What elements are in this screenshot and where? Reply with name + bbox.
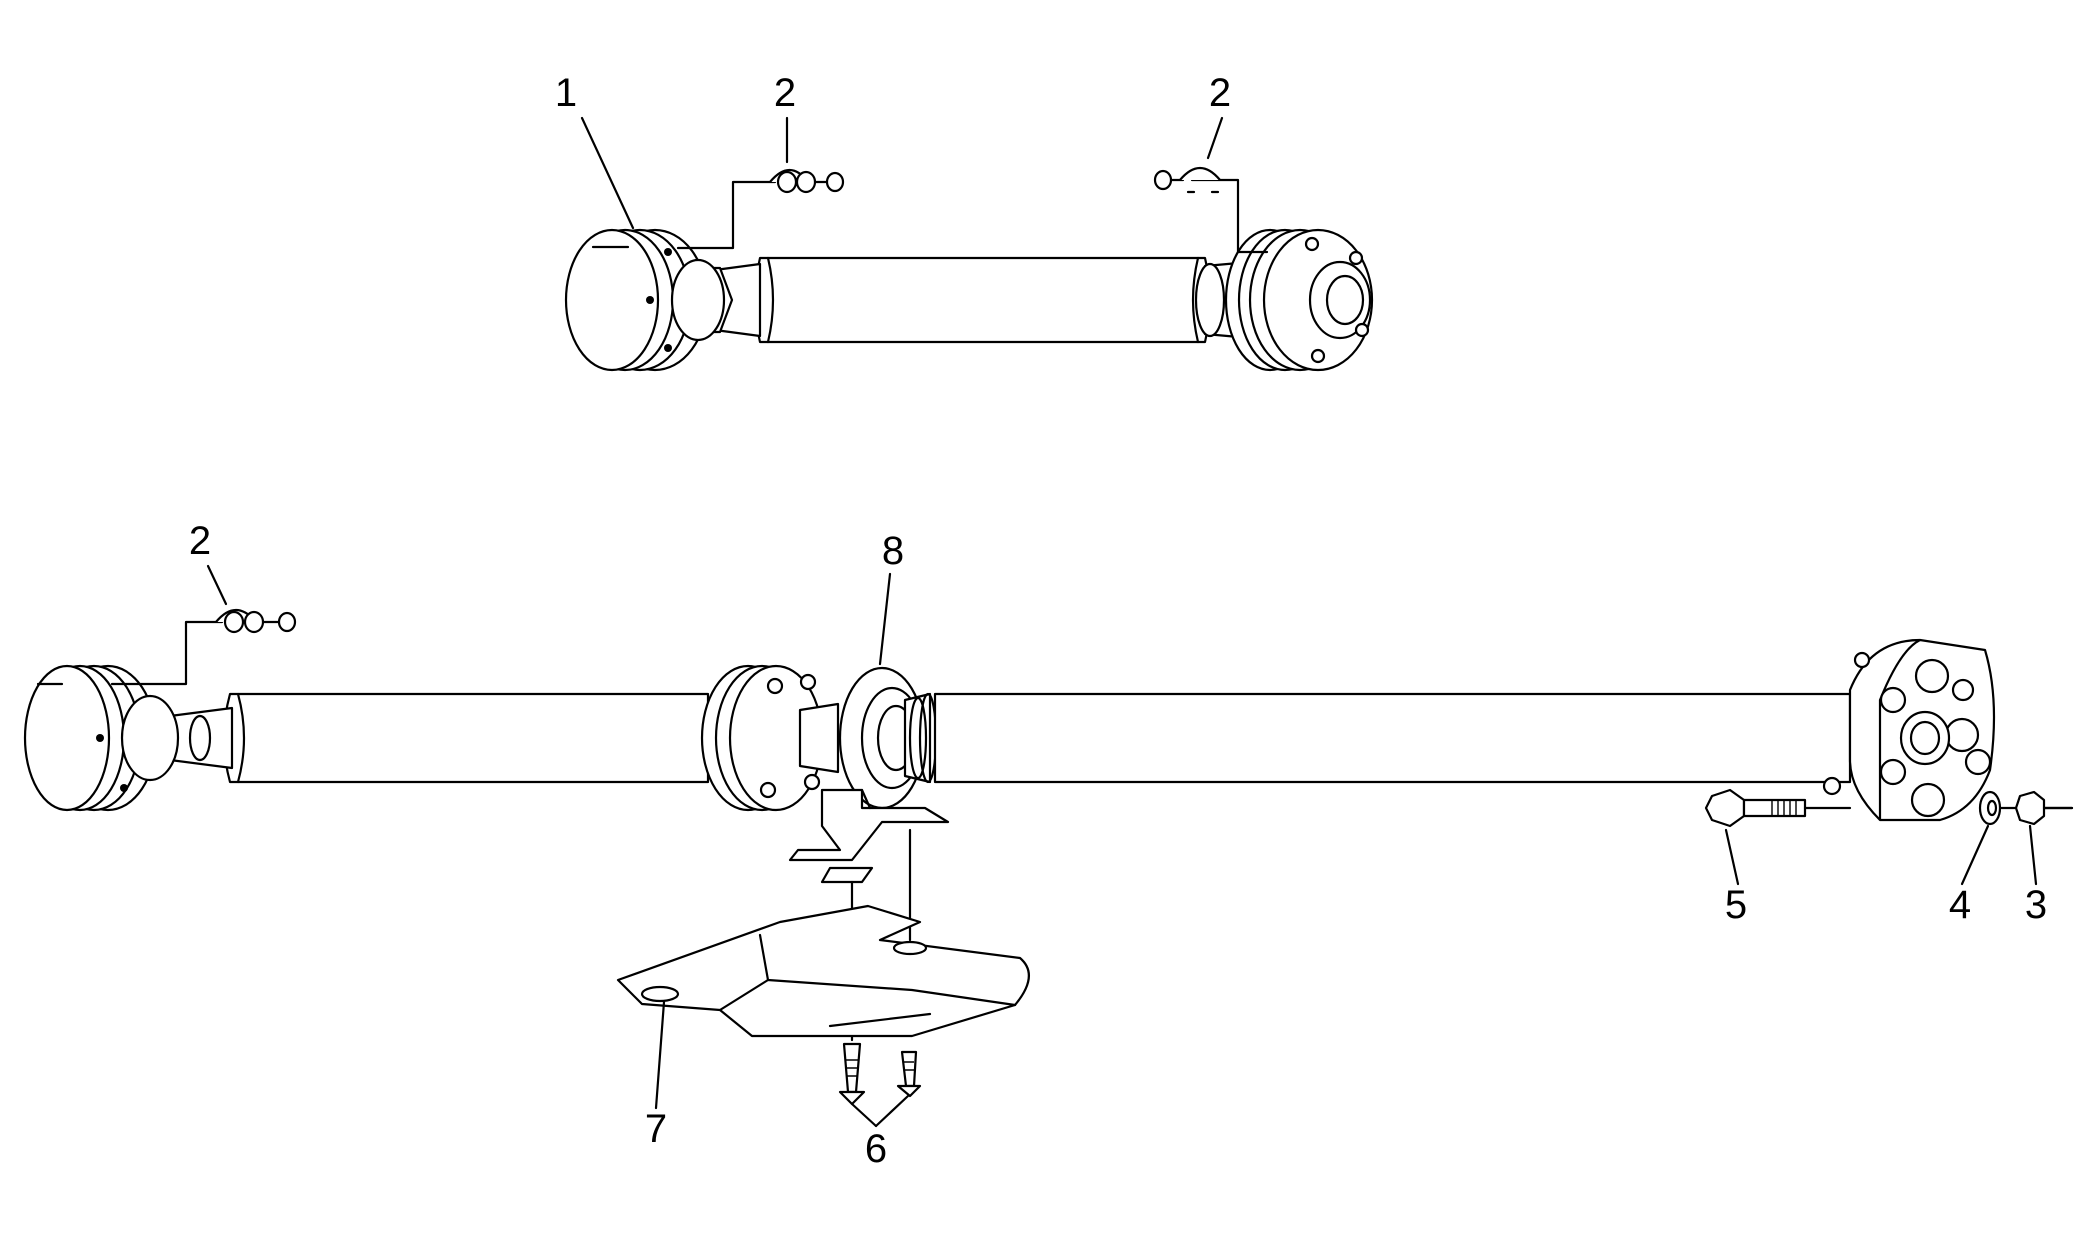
callout-3: 3: [2025, 883, 2047, 927]
callout-7: 7: [645, 1107, 667, 1151]
heat-shield: [616, 904, 1030, 1038]
callout-8: 8: [882, 529, 904, 573]
rear-propeller-shaft: [23, 638, 1996, 822]
leader-lines: [206, 116, 2038, 1128]
coupling-washer: [1978, 790, 2002, 826]
callout-2-upper-right: 2: [1209, 71, 1231, 115]
callout-1: 1: [555, 71, 577, 115]
coupling-bolt: [1704, 788, 2074, 828]
callout-2-upper-left: 2: [774, 71, 796, 115]
callout-labels: 1 2 2 2 3 4 5 6 7 8: [189, 71, 2047, 1171]
bolt-nut-washer-set-lower-left: [110, 608, 297, 686]
bolt-nut-washer-set-upper-left: [676, 168, 845, 250]
callout-5: 5: [1725, 883, 1747, 927]
coupling-nut: [2014, 790, 2074, 826]
front-propeller-shaft: [564, 228, 1374, 372]
callout-2-lower-left: 2: [189, 519, 211, 563]
bolt-nut-washer-set-upper-right: [1153, 166, 1269, 254]
callout-6: 6: [865, 1127, 887, 1171]
mounting-bolts: [838, 1042, 922, 1106]
callout-4: 4: [1949, 883, 1971, 927]
